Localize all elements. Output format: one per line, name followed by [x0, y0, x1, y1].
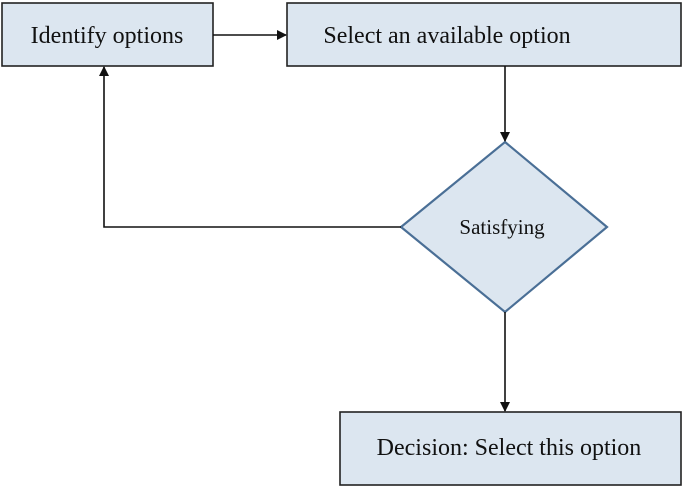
select-option-label: Select an available option — [323, 23, 570, 49]
select-option-node: Select an available option — [286, 2, 682, 67]
satisfying-label: Satisfying — [459, 215, 545, 239]
decision-node: Decision: Select this option — [339, 411, 682, 486]
identify-options-label: Identify options — [31, 23, 184, 49]
identify-options-node: Identify options — [1, 2, 214, 67]
satisfying-decision-node: Satisfying — [399, 140, 609, 314]
decision-label: Decision: Select this option — [377, 435, 642, 461]
edge-satisfying-back-to-identify — [99, 66, 401, 228]
